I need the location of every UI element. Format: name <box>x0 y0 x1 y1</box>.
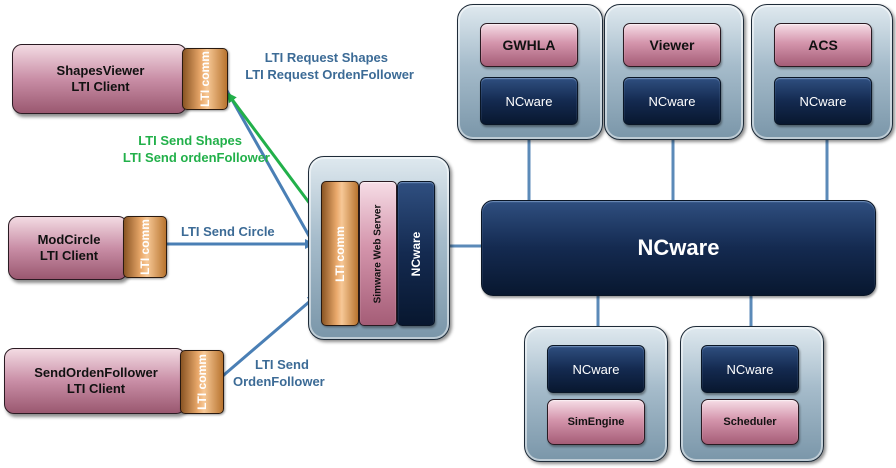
client-name: ModCircle <box>37 231 101 247</box>
label-request: LTI Request Shapes LTI Request OrdenFoll… <box>224 50 414 84</box>
client-shapesviewer-body: ShapesViewer LTI Client <box>12 44 187 114</box>
arrow-request <box>220 81 319 252</box>
comm-label: LTI comm <box>198 51 212 107</box>
node-app: SimEngine <box>547 399 645 445</box>
label-send-shapes: LTI Send Shapes LTI Send ordenFollower <box>110 133 270 167</box>
label-request-ordenfollower: LTI Request OrdenFollower <box>245 66 414 82</box>
ncware-bus: NCware <box>481 200 876 296</box>
web-server-frame: LTI comm Simware Web Server NCware <box>308 156 450 340</box>
server-comm-module: LTI comm <box>321 181 359 326</box>
client-type: LTI Client <box>71 79 130 94</box>
node-ncware: NCware <box>701 345 799 393</box>
client-name: SendOrdenFollower <box>34 364 158 380</box>
bus-label: NCware <box>637 235 720 260</box>
node-gwhla: GWHLA NCware <box>457 4 603 140</box>
node-app: Viewer <box>623 23 721 67</box>
client-shapesviewer: ShapesViewer LTI Client LTI comm <box>12 44 228 114</box>
node-acs: ACS NCware <box>751 4 893 140</box>
node-scheduler: NCware Scheduler <box>680 326 824 462</box>
client-type: LTI Client <box>39 248 99 263</box>
web-server-label: Simware Web Server <box>372 204 384 303</box>
label-send-shapes-2: LTI Send ordenFollower <box>122 149 270 165</box>
node-ncware: NCware <box>623 77 721 125</box>
node-app: ACS <box>774 23 872 67</box>
node-viewer: Viewer NCware <box>604 4 744 140</box>
node-ncware: NCware <box>480 77 578 125</box>
client-sendordenfollower: SendOrdenFollower LTI Client LTI comm <box>4 346 226 418</box>
label-send-ordenfollower: LTI Send OrdenFollower <box>233 357 325 391</box>
client-name: ShapesViewer <box>56 62 145 78</box>
label-send-of-1: LTI Send <box>255 357 309 372</box>
node-ncware: NCware <box>774 77 872 125</box>
client-comm-module: LTI comm <box>123 216 167 278</box>
node-app: Scheduler <box>701 399 799 445</box>
server-ncware-module: NCware <box>397 181 435 326</box>
label-send-circle: LTI Send Circle <box>181 224 275 239</box>
comm-label: LTI comm <box>195 354 209 410</box>
label-send-of-2: OrdenFollower <box>233 373 325 389</box>
client-modcircle-body: ModCircle LTI Client <box>8 216 128 280</box>
client-modcircle: ModCircle LTI Client LTI comm <box>8 212 167 280</box>
arrow-send-ordenfollower <box>217 294 318 382</box>
server-comm-label: LTI comm <box>333 225 347 282</box>
client-type: LTI Client <box>66 381 126 396</box>
node-simengine: NCware SimEngine <box>524 326 668 462</box>
simware-web-server: Simware Web Server <box>359 181 397 326</box>
client-comm-module: LTI comm <box>180 350 224 414</box>
label-send-shapes-1: LTI Send Shapes <box>138 133 242 148</box>
client-sendordenfollower-body: SendOrdenFollower LTI Client <box>4 348 186 414</box>
arrow-send-shapes <box>226 92 324 221</box>
label-request-shapes: LTI Request Shapes <box>264 50 388 65</box>
node-ncware: NCware <box>547 345 645 393</box>
server-ncware-label: NCware <box>409 231 423 276</box>
node-app: GWHLA <box>480 23 578 67</box>
client-comm-module: LTI comm <box>182 48 228 110</box>
comm-label: LTI comm <box>138 219 152 275</box>
